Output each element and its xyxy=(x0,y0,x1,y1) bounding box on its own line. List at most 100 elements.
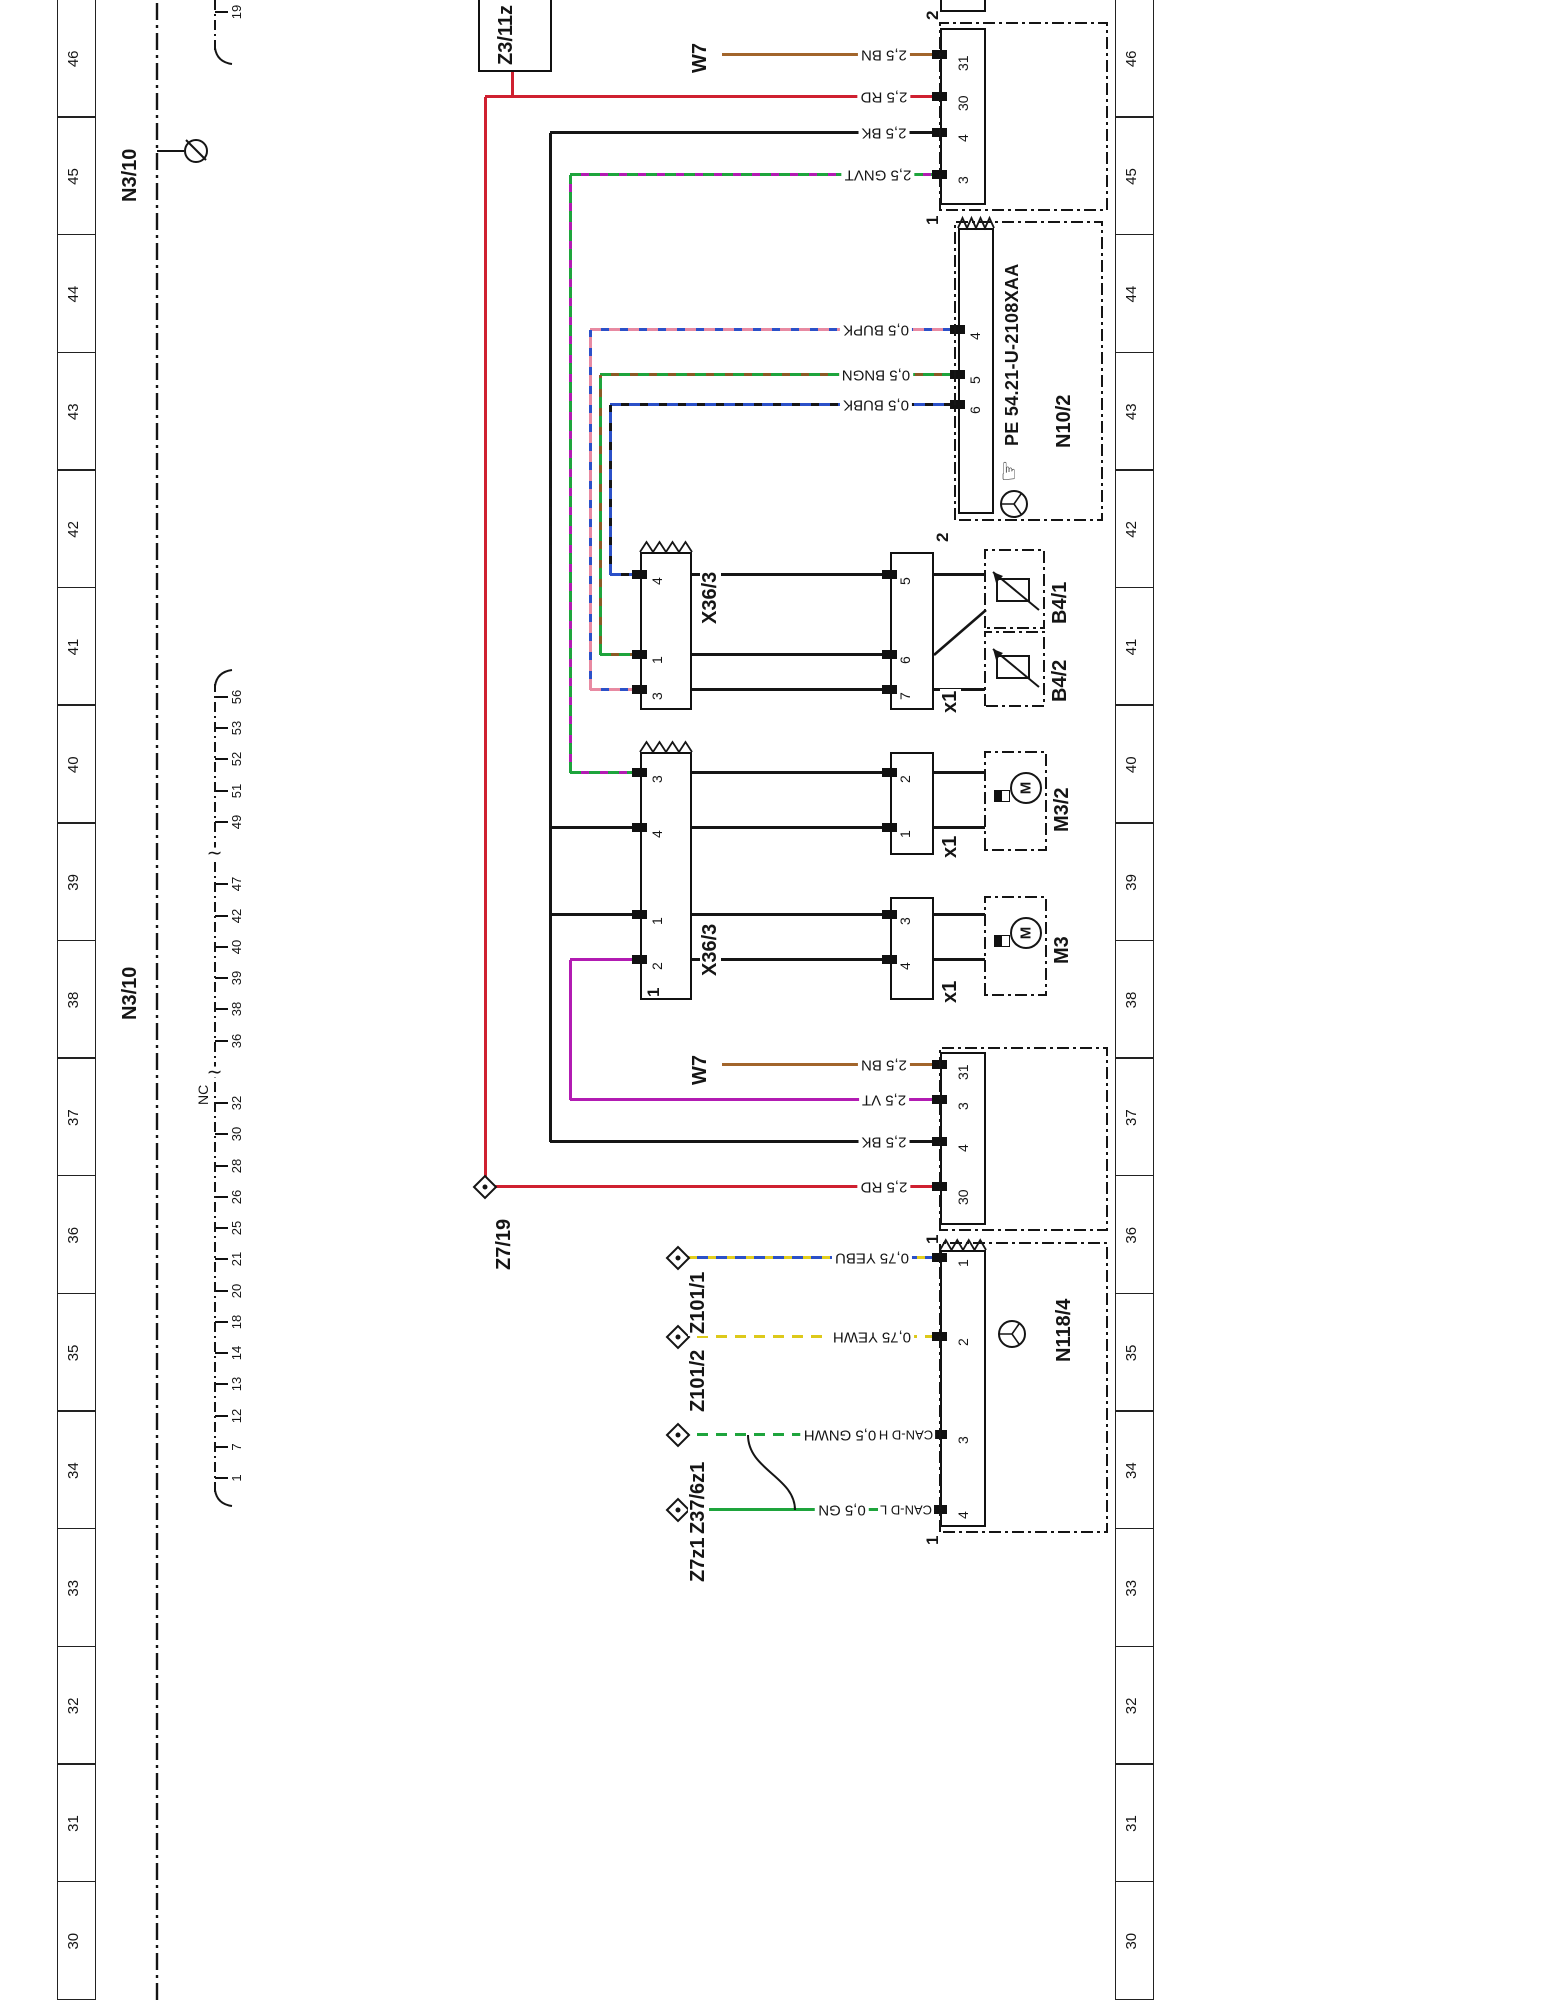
wire-vt xyxy=(570,958,640,962)
wire-label: 2,5 BN xyxy=(858,46,910,64)
wire-bk xyxy=(692,913,890,917)
pin-number: 3 xyxy=(955,1102,971,1110)
ruler-number: 46 xyxy=(65,50,82,68)
component-label-m3: M3 xyxy=(1051,934,1073,966)
strip-pin-tick xyxy=(215,1196,228,1198)
strip-pin-number: 30 xyxy=(229,1126,244,1142)
splice-label-z7-19: Z7/19 xyxy=(493,1216,515,1272)
ruler-tick xyxy=(57,1880,95,1883)
pin-number: 7 xyxy=(897,692,913,700)
strip-pin-tick xyxy=(215,1258,228,1260)
sensor-symbol-b4-2 xyxy=(992,648,1040,688)
pin-number: 4 xyxy=(897,962,913,970)
wire-bk xyxy=(934,913,985,917)
strip-pin-number: 28 xyxy=(229,1158,244,1174)
nc-label: NC xyxy=(195,1082,211,1107)
connector-label-x36-3: X36/3 xyxy=(699,569,721,626)
connector-pin xyxy=(632,650,647,660)
housing-number: 1 xyxy=(923,1234,942,1244)
wire-bk xyxy=(934,771,985,775)
wire-label: 2,5 RD xyxy=(857,1178,911,1196)
connector-pin xyxy=(950,400,965,410)
wire-gnvt xyxy=(570,771,640,775)
strip-pin-number: 52 xyxy=(229,751,244,767)
strip-pin-number: 53 xyxy=(229,720,244,736)
housing-number: 1 xyxy=(923,1535,942,1545)
ground-label-w7: W7 xyxy=(689,41,711,75)
ruler-tick xyxy=(1115,116,1153,118)
wire-bk xyxy=(550,826,640,830)
connector-label-x1: x1 xyxy=(939,688,961,715)
ruler-number: 30 xyxy=(1123,1932,1140,1950)
strip-pin-tick xyxy=(215,1165,228,1167)
strip-pin-number: 13 xyxy=(229,1376,244,1392)
ruler-number: 43 xyxy=(1123,403,1140,421)
connector-pin xyxy=(932,1253,947,1263)
connector-pin xyxy=(632,570,647,580)
connector-pin xyxy=(932,1060,947,1070)
strip-pin-number: 26 xyxy=(229,1189,244,1205)
ruler-tick xyxy=(57,1763,95,1765)
ruler-number: 34 xyxy=(1123,1462,1140,1479)
pin-number: 5 xyxy=(897,577,913,585)
strip-pin-number: 36 xyxy=(229,1033,244,1049)
ruler-number: 44 xyxy=(1123,285,1140,303)
ruler-number: 32 xyxy=(65,1697,82,1715)
connector-pin xyxy=(882,910,897,920)
ruler-number: 40 xyxy=(1123,756,1140,774)
strip-pin-tick xyxy=(215,1477,228,1479)
connector-label-x36-3: X36/3 xyxy=(699,921,721,978)
ruler-tick xyxy=(57,1410,95,1412)
strip-pin-tick xyxy=(215,1321,228,1323)
strip-pin-number: 49 xyxy=(229,814,244,830)
pin-number: 3 xyxy=(955,176,971,184)
pin-number: 6 xyxy=(897,656,913,664)
pin-number: 30 xyxy=(955,95,971,111)
strip-pin-tick xyxy=(215,1352,228,1354)
ruler-number: 31 xyxy=(65,1815,82,1832)
pin-number: 31 xyxy=(955,55,971,71)
connector-label-x1: x1 xyxy=(939,833,961,860)
pin-number: 3 xyxy=(955,1436,971,1444)
ruler-number: 46 xyxy=(1123,50,1140,68)
ruler-tick xyxy=(1115,1528,1153,1530)
connector-pin xyxy=(882,685,897,695)
connector-pin xyxy=(932,1095,947,1105)
strip-pin-number: 14 xyxy=(229,1345,244,1361)
connector-strip xyxy=(640,552,692,710)
strip-pin-tick xyxy=(215,790,228,792)
signal-label-can-l: CAN-D L xyxy=(877,1502,935,1518)
pin-number: 1 xyxy=(897,830,913,838)
ruler-number: 30 xyxy=(65,1932,82,1950)
connector-strip xyxy=(940,0,986,12)
ruler-number: 32 xyxy=(1123,1697,1140,1715)
ruler-tick xyxy=(1115,586,1153,589)
ruler-tick xyxy=(1115,1292,1153,1295)
strip-end-hook xyxy=(214,47,233,65)
pointing-hand-icon: ☞ xyxy=(995,459,1023,482)
connector-pin xyxy=(632,955,647,965)
strip-pin-number: 47 xyxy=(229,876,244,892)
pin-number: 3 xyxy=(649,692,665,700)
wire-label: 2,5 BK xyxy=(858,1133,910,1151)
pin-number: 4 xyxy=(955,1144,971,1152)
device-icons xyxy=(998,490,1028,1348)
wire-bk xyxy=(692,958,890,962)
wire-label: 0,5 BUPK xyxy=(840,321,912,339)
ruler-line xyxy=(1115,0,1117,2000)
strip-pin-tick xyxy=(215,1102,228,1104)
strip-pin-tick xyxy=(215,1133,228,1135)
strip-pin-number: 32 xyxy=(229,1095,244,1111)
ruler-tick xyxy=(57,1057,95,1059)
pump-symbol xyxy=(994,790,1010,802)
ruler-tick xyxy=(57,1292,95,1295)
strip-pin-number: 12 xyxy=(229,1408,244,1424)
housing-number: 1 xyxy=(923,215,942,225)
ruler-number: 39 xyxy=(65,874,82,891)
wire-bk xyxy=(692,688,890,692)
ruler-number: 38 xyxy=(65,991,82,1009)
strip-pin-number: 56 xyxy=(229,689,244,705)
ground-label-w7: W7 xyxy=(689,1053,711,1087)
strip-pin-tick xyxy=(215,821,228,823)
